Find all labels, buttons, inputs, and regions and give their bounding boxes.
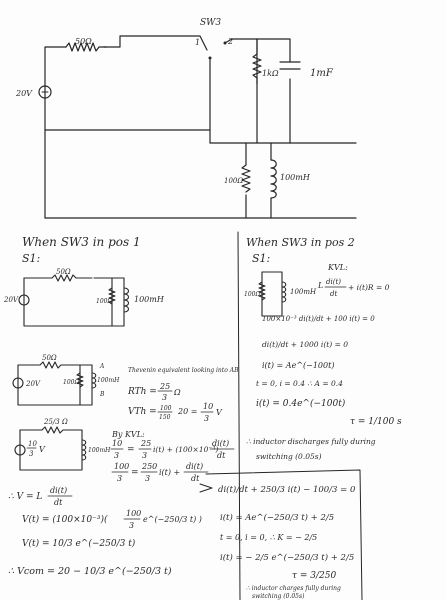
ind-v-prefix: ∴ V = L [8,492,42,502]
rth-den: 3 [162,393,167,402]
c1-r-mid-label: 100Ω [96,298,112,305]
top-r-series-label: 50Ω [75,37,92,46]
c2-node-b: B [99,391,105,398]
eq1-di: di(t) [212,439,229,448]
c3-inductor-label: 100mH [88,447,111,454]
eq1-a-den: 3 [142,451,147,460]
top-cap-label: 1mF [310,68,334,79]
kvl-eq-l: L [317,281,323,290]
rth-unit: Ω [173,388,181,397]
c2-r-mid-label: 100Ω [63,379,79,386]
kvl-eq-tail: + i(t)R = 0 [348,283,390,292]
switch-pos1-label: 1 [195,38,200,47]
page-divider [237,231,241,600]
note1-right: ∴ inductor discharges fully during [246,437,376,446]
right-r-label: 100Ω [244,291,260,298]
top-inductor-label: 100mH [280,173,311,182]
ind-v-num: di(t) [50,486,67,495]
kvl-eq-num: di(t) [326,278,341,286]
vth-unit: V [216,408,223,417]
bottom-right-box: di(t)/dt + 250/3 i(t) − 100/3 = 0 i(t) =… [199,469,363,600]
vth-res-den: 3 [204,414,209,423]
eq2-eq: = [131,468,139,478]
c3-source-num: 10 [28,440,37,448]
eq1-b: i(t) + (100×10⁻³) [153,445,218,454]
left-s1: S1: [22,252,40,265]
eq2-a-den: 3 [145,474,150,483]
vth-expr-den: 150 [159,414,171,421]
br-note2: switching (0.05s) [252,593,305,600]
c2-r-series-label: 50Ω [42,354,57,362]
vt2: V(t) = 10/3 e^(−250/3 t) [22,538,136,549]
eq2-dt: dt [191,474,200,483]
br-eq1: di(t)/dt + 250/3 i(t) − 100/3 = 0 [218,484,356,495]
c2-inductor-label: 100mH [97,377,120,384]
top-r-1k-label: 1kΩ [262,69,279,78]
vcomp: ∴ Vcom = 20 − 10/3 e^(−250/3 t) [8,566,172,577]
vt1-tail: e^(−250/3 t) ) [143,515,202,524]
br-eq3: t = 0, i = 0, ∴ K = − 2/5 [220,533,317,542]
eq2-b: i(t) + [159,468,180,477]
note2-right: switching (0.05s) [256,452,322,461]
br-tau: τ = 3/250 [292,571,336,581]
right-s1: S1: [252,252,270,265]
right-heading: When SW3 in pos 2 [246,236,355,249]
c2-source-label: 20V [25,380,41,388]
right-inductor-label: 100mH [290,288,317,296]
top-r-bottom-label: 100Ω [224,177,243,185]
r-eq5: i(t) = 0.4e^(−100t) [256,398,346,409]
kvl-label-right: KVL: [327,263,348,272]
c1-r-series-label: 50Ω [56,268,71,276]
kvl-label-left: By KVL: [111,430,145,439]
vth-res-num: 10 [203,402,213,411]
c3-source-den: 3 [29,450,34,458]
vth-expr-num: 100 [160,405,172,412]
eq2-lhs-den: 3 [117,474,122,483]
left-circuit-3 [14,426,87,471]
br-eq2: i(t) = Ae^(−250/3 t) + 2/5 [220,512,334,523]
c1-source-label: 20V [3,296,19,304]
top-source-label: 20V [15,89,33,98]
r-eq4: t = 0, i = 0.4 ∴ A = 0.4 [256,379,343,388]
eq1-eq: = [127,445,135,455]
eq1-lhs-num: 10 [112,439,122,448]
r-eq1: 100×10⁻³ di(t)/dt + 100 i(t) = 0 [262,315,375,323]
eq1-lhs-den: 3 [114,451,119,460]
r-eq3: i(t) = Ae^(−100t) [262,361,334,370]
left-circuit-2 [12,361,97,406]
eq2-a-num: 250 [141,462,157,471]
c1-inductor-label: 100mH [134,295,165,304]
c3-r-series-label: 25/3 Ω [43,418,68,426]
right-circuit [258,271,287,317]
br-eq4: i(t) = − 2/5 e^(−250/3 t) + 2/5 [220,552,354,563]
switch-label: SW3 [200,18,221,28]
c2-node-a: A [99,363,105,370]
left-heading: When SW3 in pos 1 [22,235,141,249]
vth-expr-tail: 20 = [177,407,197,416]
eq1-a-num: 25 [140,439,151,448]
eq2-di: di(t) [186,462,203,471]
vt1-den: 3 [129,521,134,530]
right-pos2-section: When SW3 in pos 2 S1: 100Ω 100mH KVL: L … [244,236,402,461]
top-circuit: SW3 1 2 50Ω 20V 1kΩ 1mF 100Ω 100mH [15,18,357,219]
vt1: V(t) = (100×10⁻³)( [22,514,108,525]
ind-v-den: dt [54,498,63,507]
br-note1: ∴ inductor charges fully during [246,585,341,592]
c3-source-unit: V [39,445,46,454]
vth-lhs: VTh = [128,407,157,417]
r-eq2: di(t)/dt + 1000 i(t) = 0 [262,340,348,349]
kvl-eq-den: dt [330,290,337,298]
eq1-dt: dt [217,451,226,460]
eq2-lhs-num: 100 [114,462,129,471]
left-circuit-1 [18,274,130,327]
rth-num: 25 [159,382,170,391]
thevenin-note: Thevenin equivalent looking into AB [128,367,239,374]
switch-pos2-label: 2 [227,37,233,46]
rth-lhs: RTh = [127,387,157,397]
vt1-num: 100 [126,509,141,518]
tau-right: τ = 1/100 s [350,417,402,427]
left-pos1-section: When SW3 in pos 1 S1: 50Ω 20V 100Ω 100mH… [3,235,239,577]
